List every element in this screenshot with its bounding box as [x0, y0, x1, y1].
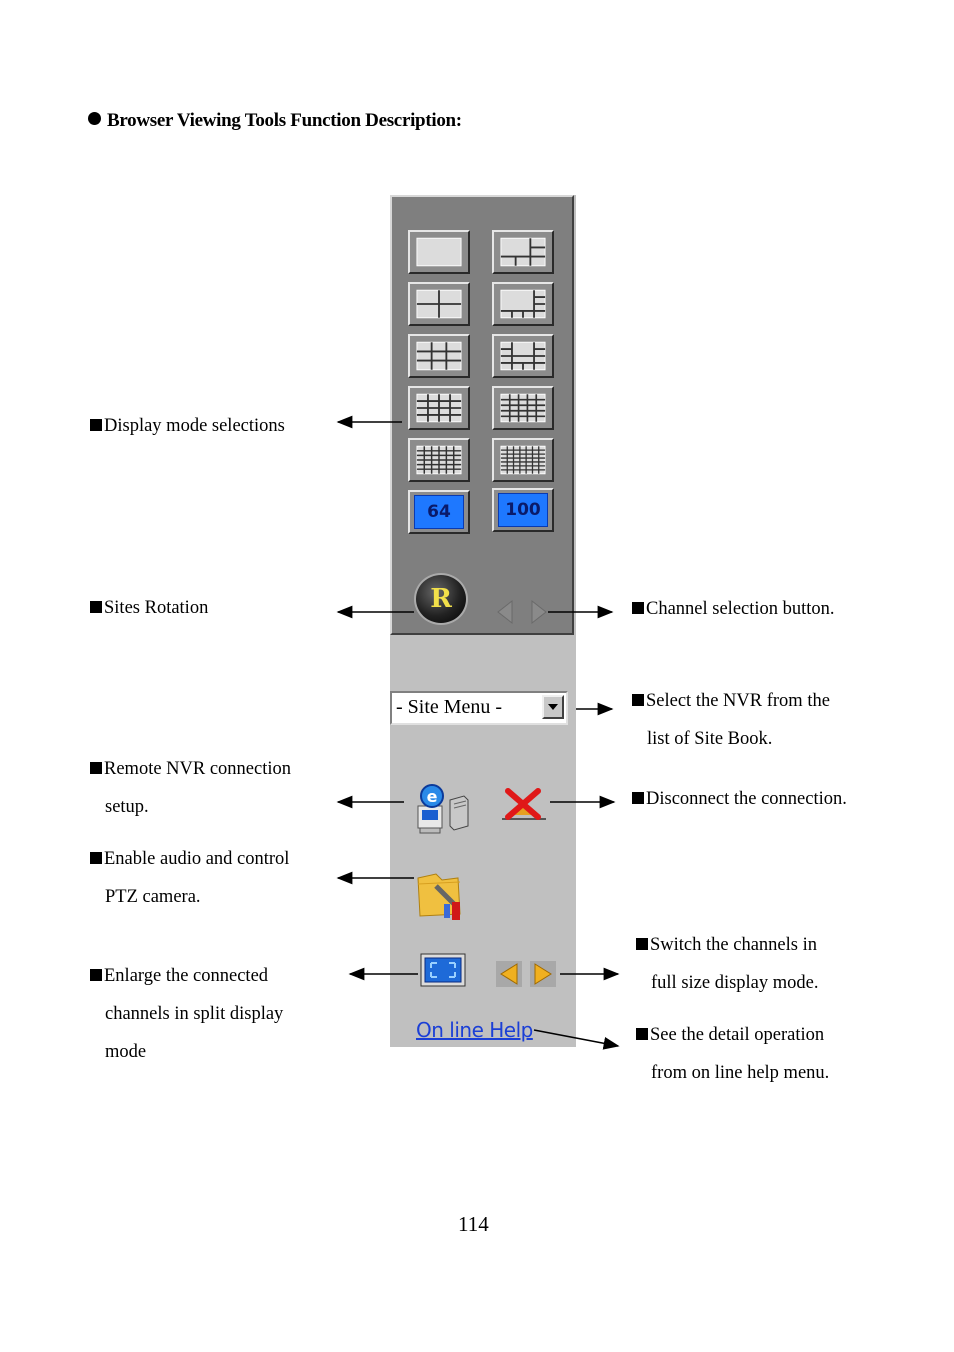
rotation-letter: R	[430, 584, 452, 614]
thirtysix-view-icon	[416, 445, 462, 475]
label-audio-ptz: Enable audio and control PTZ camera.	[90, 840, 289, 916]
mode-16-button[interactable]	[408, 386, 470, 430]
page-number: 114	[458, 1212, 489, 1236]
sixteen-view-icon	[416, 393, 462, 423]
label-display-mode: Display mode selections	[90, 407, 285, 445]
nine-view-icon	[416, 341, 462, 371]
site-menu-select[interactable]: - Site Menu -	[390, 691, 568, 725]
mode-1-button[interactable]	[408, 230, 470, 274]
single-view-icon	[416, 237, 462, 267]
thirteen-view-icon	[500, 341, 546, 371]
label-remote-nvr: Remote NVR connection setup.	[90, 750, 291, 826]
section-heading: Browser Viewing Tools Function Descripti…	[88, 110, 462, 132]
square-bullet-icon	[90, 969, 102, 981]
square-bullet-icon	[90, 852, 102, 864]
bullet-icon	[88, 112, 101, 125]
mode-8-button[interactable]	[492, 282, 554, 326]
quad-view-icon	[416, 289, 462, 319]
channel-next-icon[interactable]	[531, 599, 547, 625]
label-switch-channels: Switch the channels in full size display…	[636, 926, 819, 1002]
eight-view-icon	[500, 289, 546, 319]
enlarge-icon[interactable]	[420, 953, 466, 987]
mode-64-button[interactable]: 64	[408, 490, 470, 534]
mode-36-button[interactable]	[408, 438, 470, 482]
mode-9-button[interactable]	[408, 334, 470, 378]
fortynine-view-icon	[500, 445, 546, 475]
label-enlarge: Enlarge the connected channels in split …	[90, 957, 283, 1071]
mode-25-button[interactable]	[492, 386, 554, 430]
mode-49-button[interactable]	[492, 438, 554, 482]
label-disconnect: Disconnect the connection.	[632, 780, 847, 818]
disconnect-icon[interactable]	[496, 785, 552, 825]
svg-text:e: e	[427, 787, 438, 806]
twentyfive-view-icon	[500, 393, 546, 423]
mode-13-button[interactable]	[492, 334, 554, 378]
channel-prev-icon[interactable]	[497, 599, 513, 625]
square-bullet-icon	[90, 419, 102, 431]
square-bullet-icon	[636, 1028, 648, 1040]
square-bullet-icon	[632, 602, 644, 614]
mode-6-button[interactable]	[492, 230, 554, 274]
label-channel-selection: Channel selection button.	[632, 590, 835, 628]
six-view-icon	[500, 237, 546, 267]
remote-connection-icon[interactable]: e	[414, 780, 472, 836]
chevron-down-icon[interactable]	[542, 695, 564, 719]
square-bullet-icon	[90, 762, 102, 774]
square-bullet-icon	[632, 694, 644, 706]
label-sites-rotation: Sites Rotation	[90, 589, 208, 627]
mode-100-label: 100	[498, 493, 548, 527]
mode-4-button[interactable]	[408, 282, 470, 326]
sites-rotation-button[interactable]: R	[414, 573, 468, 625]
mode-64-label: 64	[414, 495, 464, 529]
square-bullet-icon	[90, 601, 102, 613]
square-bullet-icon	[632, 792, 644, 804]
audio-ptz-icon[interactable]	[414, 866, 470, 924]
switch-prev-icon[interactable]	[500, 963, 518, 985]
square-bullet-icon	[636, 938, 648, 950]
switch-channel-arrows	[496, 961, 556, 987]
switch-next-icon[interactable]	[534, 963, 552, 985]
online-help-link[interactable]: On line Help	[416, 1018, 533, 1042]
label-detail-help: See the detail operation from on line he…	[636, 1016, 829, 1092]
site-menu-value: - Site Menu -	[396, 696, 503, 718]
channel-selection-arrows	[497, 599, 547, 625]
mode-100-button[interactable]: 100	[492, 488, 554, 532]
label-select-nvr: Select the NVR from the list of Site Boo…	[632, 682, 830, 758]
